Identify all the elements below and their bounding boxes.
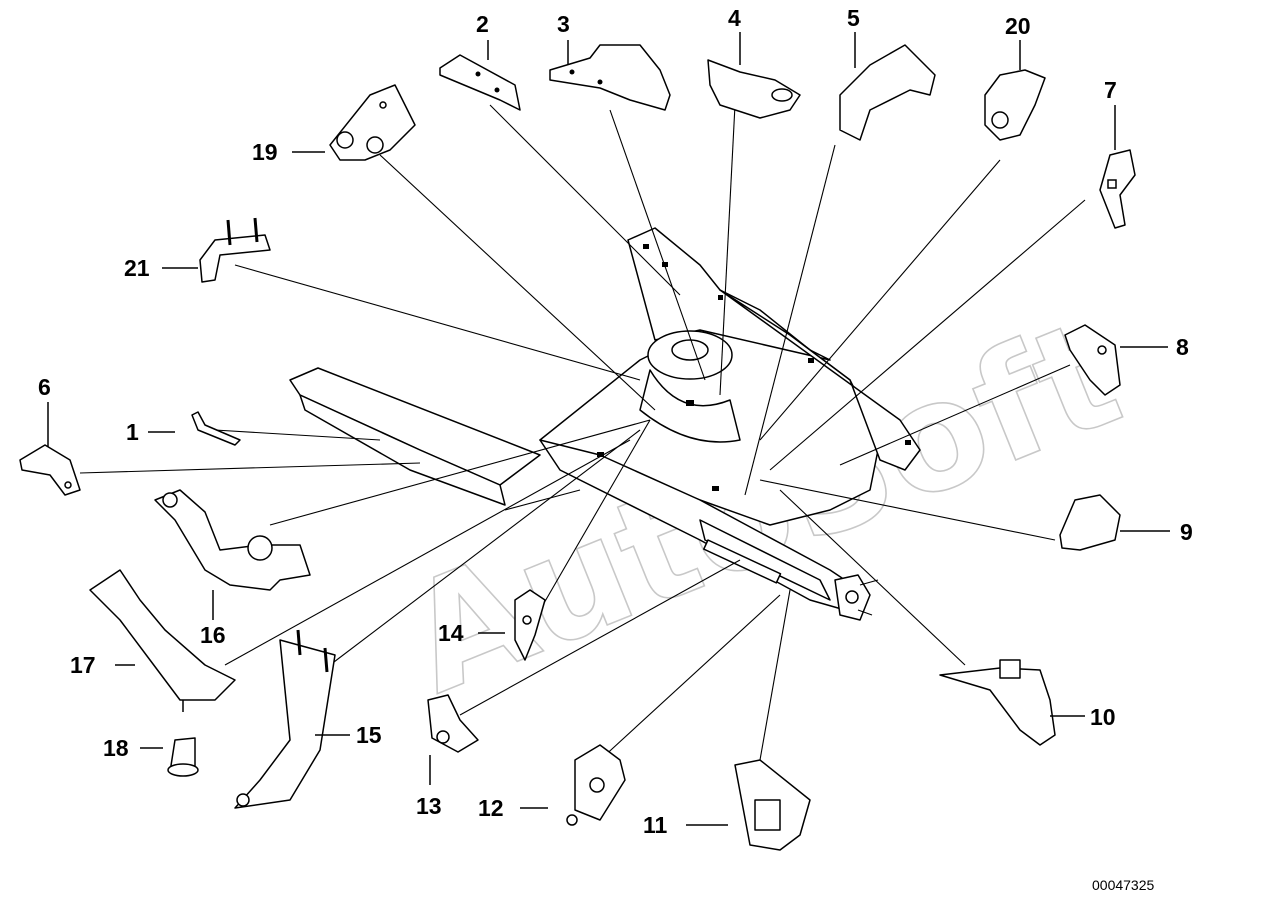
- callout-1: 1: [126, 419, 139, 445]
- callout-14: 14: [438, 620, 464, 646]
- part-4: [707, 59, 801, 119]
- callout-6: 6: [38, 374, 51, 400]
- callout-7: 7: [1104, 77, 1117, 103]
- part-7: [1099, 149, 1136, 229]
- part-16: [154, 489, 311, 591]
- part-12: [566, 744, 626, 826]
- callout-9: 9: [1180, 519, 1193, 545]
- callout-3: 3: [557, 11, 570, 37]
- callout-2: 2: [476, 11, 489, 37]
- callout-21: 21: [124, 255, 150, 281]
- callout-16: 16: [200, 622, 226, 648]
- document-id: 00047325: [1092, 877, 1155, 893]
- callout-15: 15: [356, 722, 382, 748]
- callout-20: 20: [1005, 13, 1031, 39]
- part-5: [839, 44, 936, 141]
- callout-8: 8: [1176, 334, 1189, 360]
- part-15: [234, 629, 336, 809]
- part-19: [329, 84, 416, 161]
- callout-dashes: [47, 32, 1170, 826]
- callout-12: 12: [478, 795, 504, 821]
- part-17: [89, 569, 236, 701]
- part-20: [984, 69, 1046, 141]
- callout-5: 5: [847, 5, 860, 31]
- callout-19: 19: [252, 139, 278, 165]
- part-3: [549, 44, 671, 111]
- front-subframe-assembly: [289, 227, 921, 621]
- callout-labels: 1 2 3 4 5 6 7 8 9 10 11 12 13 14 15 16 1…: [38, 5, 1193, 838]
- callout-10: 10: [1090, 704, 1116, 730]
- callout-4: 4: [728, 5, 741, 31]
- part-13: [427, 694, 479, 753]
- part-10: [939, 659, 1056, 746]
- callout-11: 11: [643, 812, 668, 838]
- part-11: [734, 759, 811, 851]
- part-14: [514, 589, 546, 661]
- part-9: [1059, 494, 1121, 551]
- part-1: [191, 411, 241, 446]
- part-6: [19, 444, 81, 496]
- part-21: [199, 217, 271, 283]
- part-8: [1064, 324, 1121, 396]
- part-2: [439, 54, 521, 111]
- part-18: [167, 737, 199, 777]
- callout-13: 13: [416, 793, 442, 819]
- callout-17: 17: [70, 652, 96, 678]
- leader-lines: [79, 104, 1086, 761]
- callout-18: 18: [103, 735, 129, 761]
